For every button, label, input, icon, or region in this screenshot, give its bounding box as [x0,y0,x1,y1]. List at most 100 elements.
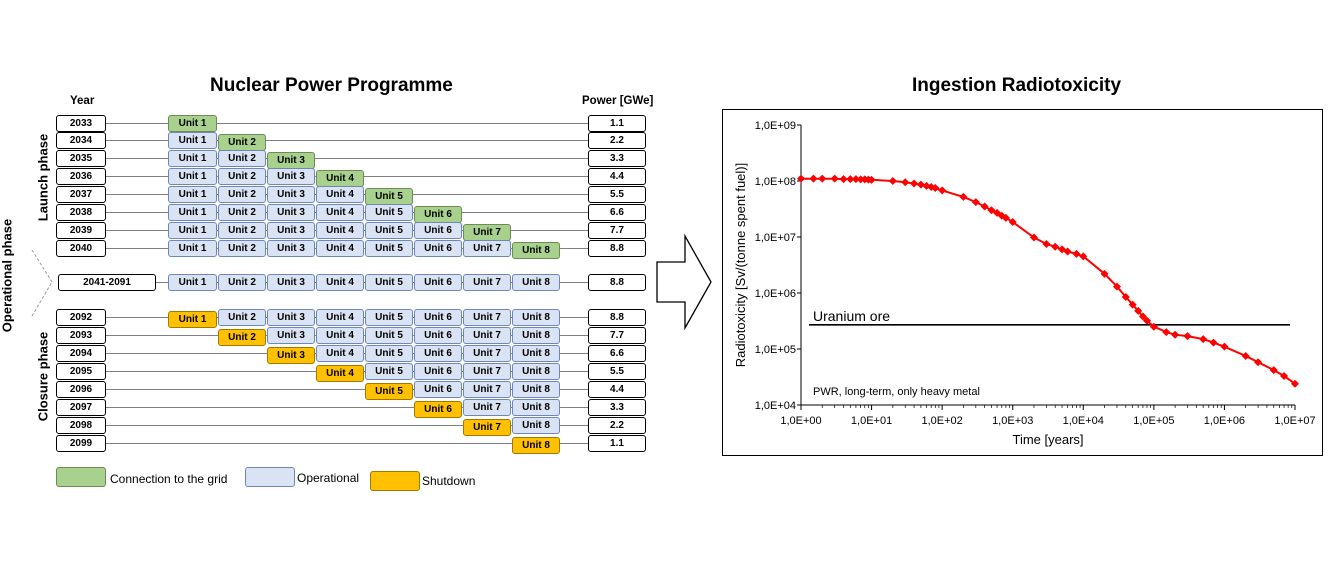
unit-box-4: Unit 4 [316,274,364,291]
chart-annotation: PWR, long-term, only heavy metal [813,386,980,398]
power-box: 2.2 [588,132,646,149]
data-point [797,174,805,183]
row-connector-line [106,123,588,124]
data-point [1100,269,1109,278]
unit-box-3: Unit 3 [267,327,315,344]
unit-box-8: Unit 8 [512,309,560,326]
data-point [1241,351,1250,360]
unit-box-2: Unit 2 [218,222,266,239]
data-point [1269,366,1278,375]
unit-box-6: Unit 6 [414,240,462,257]
data-point [1149,322,1158,331]
unit-box-7: Unit 7 [463,419,511,436]
unit-box-2: Unit 2 [218,309,266,326]
unit-box-2: Unit 2 [218,134,266,151]
unit-box-2: Unit 2 [218,274,266,291]
unit-box-4: Unit 4 [316,327,364,344]
data-point [1112,282,1121,291]
data-point [1143,316,1152,325]
unit-box-1: Unit 1 [168,186,217,203]
unit-box-8: Unit 8 [512,437,560,454]
year-box: 2033 [56,115,106,132]
unit-box-5: Unit 5 [365,327,413,344]
unit-box-6: Unit 6 [414,222,462,239]
y-tick-label: 1,0E+04 [755,400,796,412]
data-point [922,181,931,190]
data-point [916,180,925,189]
unit-box-7: Unit 7 [463,240,511,257]
data-point [1138,312,1147,321]
year-box: 2035 [56,150,106,167]
unit-box-2: Unit 2 [218,186,266,203]
unit-box-1: Unit 1 [168,132,217,149]
power-box: 4.4 [588,381,646,398]
unit-box-6: Unit 6 [414,274,462,291]
unit-box-7: Unit 7 [463,274,511,291]
year-header: Year [70,95,95,107]
power-box: 8.8 [588,309,646,326]
power-box: 5.5 [588,363,646,380]
data-point [1254,358,1263,367]
unit-box-7: Unit 7 [463,309,511,326]
x-axis-title: Time [years] [1012,432,1083,447]
data-point [1029,233,1038,242]
legend-connection-label: Connection to the grid [110,472,228,486]
data-point [1209,338,1218,347]
unit-box-7: Unit 7 [463,327,511,344]
unit-box-1: Unit 1 [168,115,217,132]
power-box: 8.8 [588,274,646,291]
data-point [1199,335,1208,344]
legend-shutdown-swatch [370,471,420,491]
unit-box-6: Unit 6 [414,363,462,380]
row-connector-line [106,140,588,141]
unit-box-3: Unit 3 [267,347,315,364]
year-box: 2039 [56,222,106,239]
power-box: 3.3 [588,150,646,167]
x-tick-label: 1,0E+06 [1204,415,1245,427]
unit-box-3: Unit 3 [267,222,315,239]
data-point [1042,239,1051,248]
unit-box-4: Unit 4 [316,345,364,362]
unit-box-1: Unit 1 [168,150,217,167]
unit-box-4: Unit 4 [316,186,364,203]
year-box: 2040 [56,240,106,257]
power-box: 1.1 [588,115,646,132]
data-point [809,174,818,183]
power-box: 8.8 [588,240,646,257]
data-point [980,202,989,211]
power-box: 7.7 [588,222,646,239]
data-point [839,175,848,184]
year-box: 2038 [56,204,106,221]
unit-box-6: Unit 6 [414,381,462,398]
data-point [959,192,968,201]
unit-box-6: Unit 6 [414,401,462,418]
data-point [1183,332,1192,341]
x-tick-label: 1,0E+05 [1133,415,1174,427]
unit-box-8: Unit 8 [512,242,560,259]
uranium-ore-label: Uranium ore [813,308,890,324]
data-point [931,183,940,192]
unit-box-3: Unit 3 [267,204,315,221]
unit-box-2: Unit 2 [218,329,266,346]
unit-box-5: Unit 5 [365,383,413,400]
unit-box-1: Unit 1 [168,240,217,257]
power-box: 6.6 [588,204,646,221]
unit-box-5: Unit 5 [365,274,413,291]
y-tick-label: 1,0E+09 [755,120,796,132]
unit-box-8: Unit 8 [512,327,560,344]
unit-box-2: Unit 2 [218,168,266,185]
data-point [1051,242,1060,251]
data-point [846,175,855,184]
data-point [1058,245,1067,254]
unit-box-4: Unit 4 [316,170,364,187]
y-tick-label: 1,0E+08 [755,176,796,188]
unit-box-7: Unit 7 [463,345,511,362]
data-point [1001,213,1010,222]
unit-box-8: Unit 8 [512,274,560,291]
year-box: 2095 [56,363,106,380]
data-point [1008,218,1017,227]
data-point [901,178,910,187]
x-tick-label: 1,0E+02 [921,415,962,427]
data-point [867,175,876,184]
